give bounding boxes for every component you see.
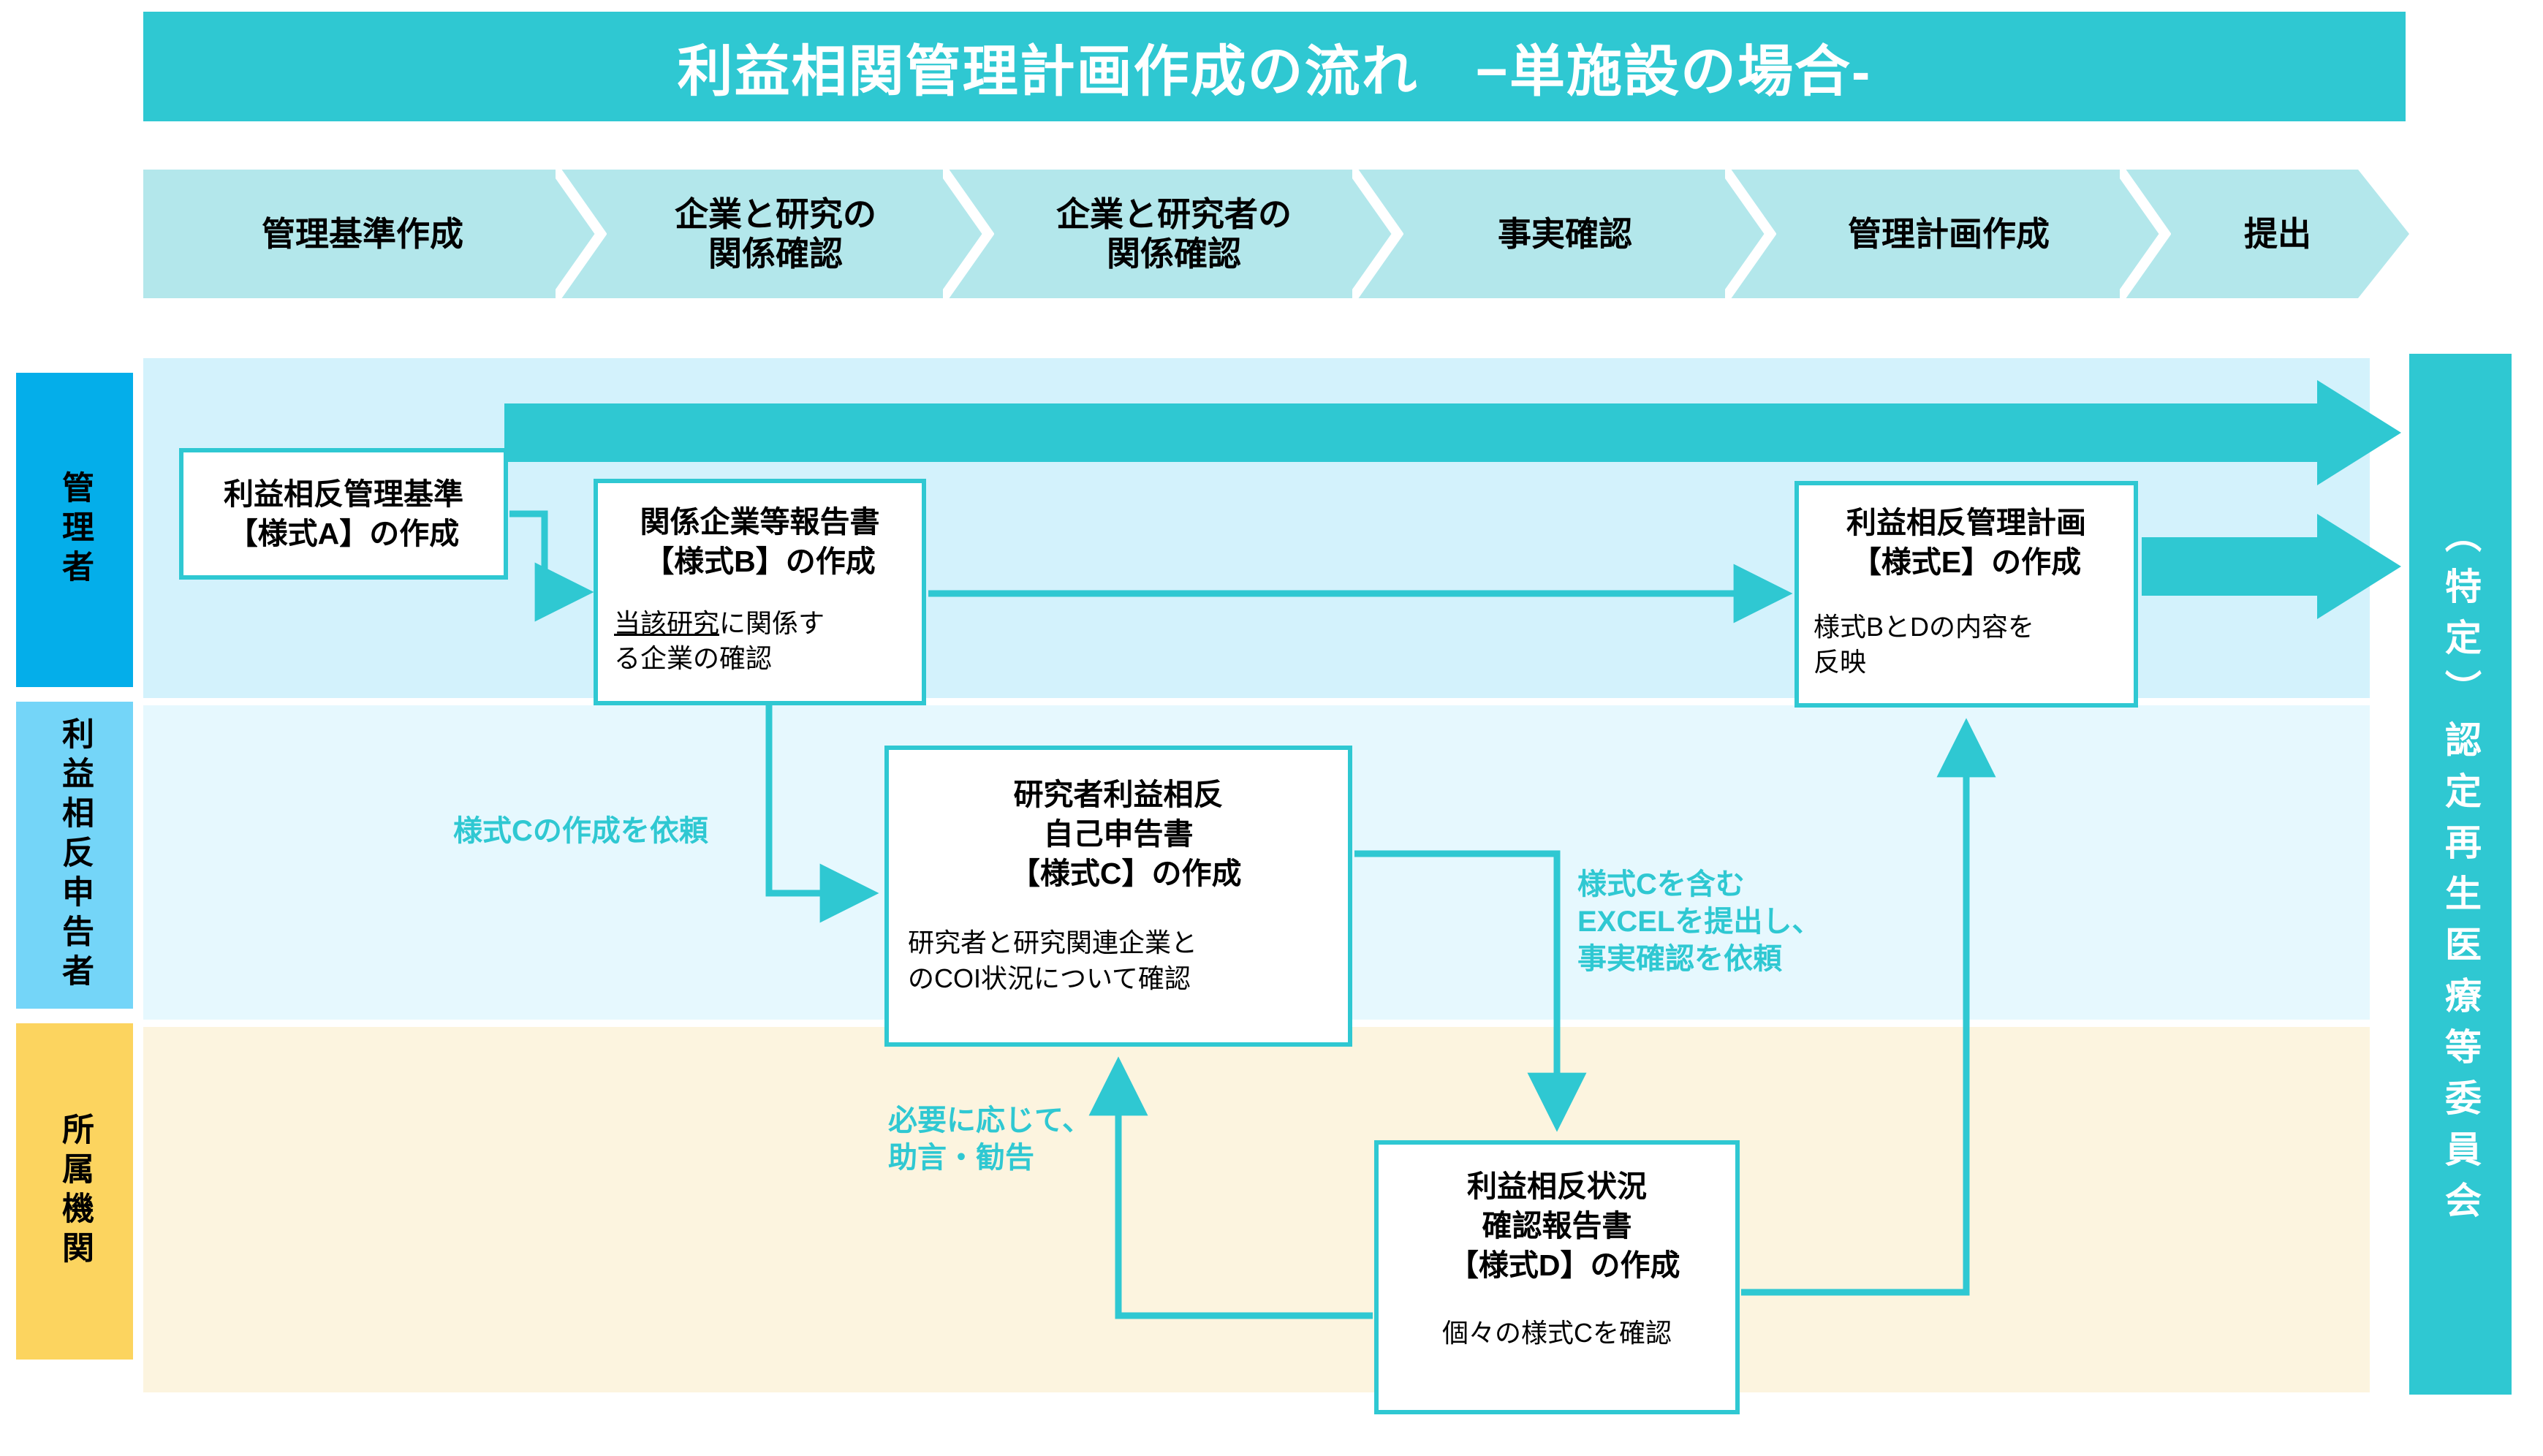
- process-box-form-e[interactable]: 利益相反管理計画 【様式E】の作成 様式BとDの内容を 反映: [1794, 481, 2138, 708]
- arrow-form-a-to-committee: [504, 380, 2401, 485]
- process-box-form-a-title: 利益相反管理基準 【様式A】の作成: [224, 477, 463, 550]
- swimlane-label-institution-text: 所属機関: [57, 1112, 93, 1270]
- swimlane-label-institution: 所属機関: [16, 1023, 133, 1360]
- process-box-form-d-sub: 個々の様式Cを確認: [1442, 1318, 1672, 1349]
- page-title-banner: 利益相関管理計画作成の流れ −単施設の場合-: [143, 12, 2406, 121]
- process-box-form-d-title: 利益相反状況 確認報告書 【様式D】の作成: [1463, 1169, 1680, 1283]
- step-chevron-1[interactable]: 管理基準作成: [143, 170, 582, 298]
- swimlane-label-manager: 管理者: [16, 373, 133, 687]
- step-label-2: 企業と研究の 関係確認: [675, 194, 876, 273]
- arrow-form-a-to-form-b: [509, 510, 594, 622]
- committee-bar-label: （特定）認定再生医療等委員会: [2440, 516, 2481, 1232]
- process-box-form-b-sub-rest: に関係す る企業の確認: [614, 608, 825, 674]
- step-chevron-2[interactable]: 企業と研究の 関係確認: [582, 170, 969, 298]
- step-chevron-3[interactable]: 企業と研究者の 関係確認: [969, 170, 1379, 298]
- process-box-form-e-title: 利益相反管理計画 【様式E】の作成: [1846, 506, 2086, 580]
- step-label-6: 提出: [2244, 214, 2311, 253]
- process-box-form-d[interactable]: 利益相反状況 確認報告書 【様式D】の作成 個々の様式Cを確認: [1374, 1140, 1740, 1414]
- annotation-advice: 必要に応じて、 助言・勧告: [888, 1104, 1091, 1175]
- swimlane-label-manager-text: 管理者: [57, 471, 93, 589]
- process-box-form-b[interactable]: 関係企業等報告書 【様式B】の作成 当該研究に関係す る企業の確認: [594, 479, 926, 705]
- process-box-form-c[interactable]: 研究者利益相反 自己申告書 【様式C】の作成 研究者と研究関連企業と のCOI状…: [884, 746, 1352, 1047]
- step-label-4: 事実確認: [1498, 214, 1632, 253]
- step-label-3: 企業と研究者の 関係確認: [1056, 194, 1292, 273]
- arrow-form-b-to-form-c: [765, 705, 879, 923]
- arrow-form-d-to-form-c: [1088, 1056, 1373, 1319]
- process-box-form-b-sub-underline: 当該研究: [614, 608, 720, 639]
- step-chevron-5[interactable]: 管理計画作成: [1751, 170, 2146, 298]
- annotation-submit-excel: 様式Cを含む EXCELを提出し、 事実確認を依頼: [1577, 868, 1822, 976]
- process-box-form-b-title: 関係企業等報告書 【様式B】の作成: [640, 505, 880, 579]
- annotation-request-form-c: 様式Cの作成を依頼: [453, 815, 708, 847]
- process-box-form-b-sub: 当該研究に関係す る企業の確認: [614, 606, 906, 676]
- process-box-form-e-sub: 様式BとDの内容を 反映: [1814, 612, 2035, 678]
- process-box-form-c-title: 研究者利益相反 自己申告書 【様式C】の作成: [1013, 778, 1242, 891]
- step-label-1: 管理基準作成: [262, 214, 463, 253]
- arrow-form-c-to-form-d: [1354, 850, 1587, 1132]
- step-label-5: 管理計画作成: [1848, 214, 2050, 253]
- process-step-band: 管理基準作成 企業と研究の 関係確認 企業と研究者の 関係確認 事実確認 管理計…: [143, 170, 2409, 298]
- arrow-form-e-to-committee: [2142, 514, 2401, 619]
- swimlane-label-declarant-text: 利益相反申告者: [57, 717, 93, 993]
- step-chevron-6[interactable]: 提出: [2146, 170, 2409, 298]
- swimlane-body-institution: [143, 1027, 2370, 1392]
- page-title: 利益相関管理計画作成の流れ −単施設の場合-: [677, 41, 1872, 103]
- step-chevron-4[interactable]: 事実確認: [1379, 170, 1751, 298]
- process-box-form-c-sub: 研究者と研究関連企業と のCOI状況について確認: [908, 928, 1198, 993]
- swimlane-label-declarant: 利益相反申告者: [16, 702, 133, 1009]
- arrow-form-d-to-form-e: [1741, 718, 1996, 1296]
- process-box-form-a[interactable]: 利益相反管理基準 【様式A】の作成: [179, 448, 508, 580]
- committee-bar: （特定）認定再生医療等委員会: [2409, 354, 2512, 1395]
